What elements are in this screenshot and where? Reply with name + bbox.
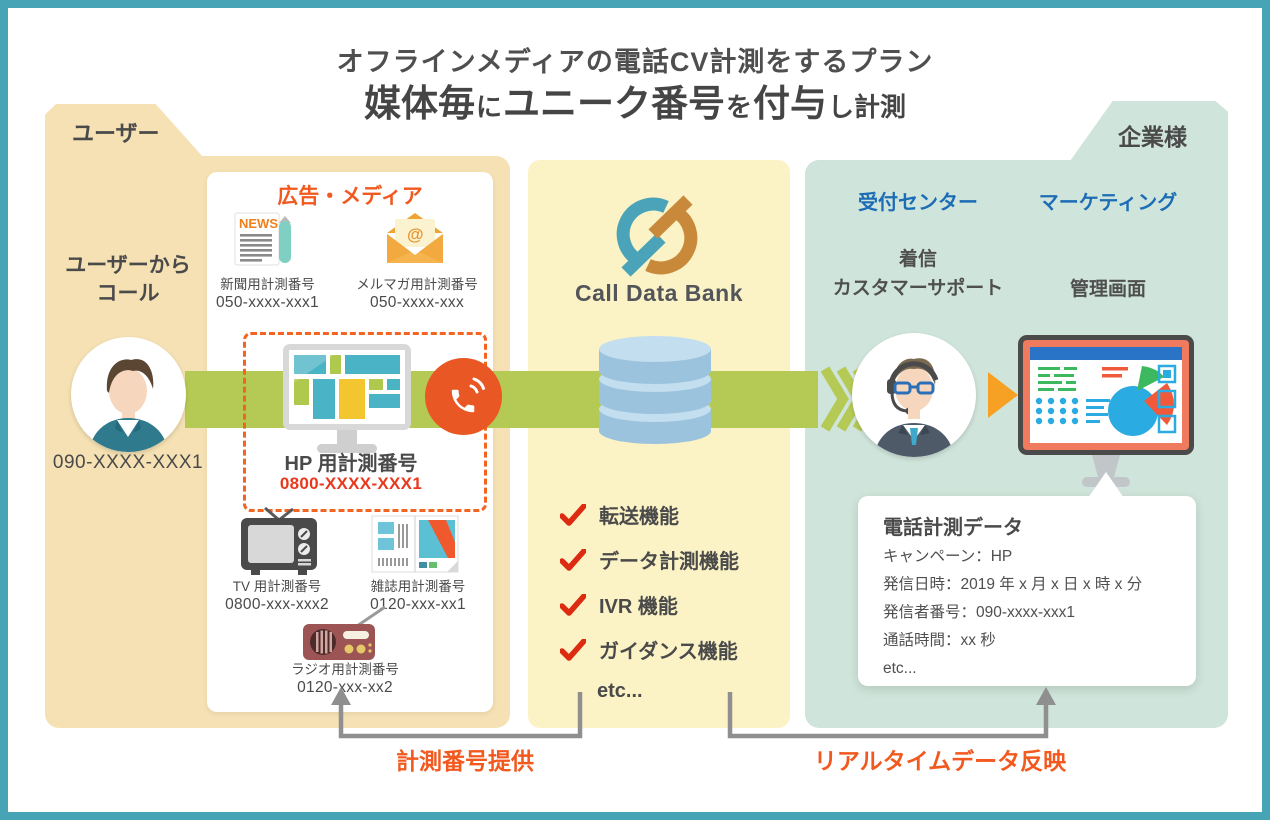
mail-magazine-label: メルマガ用計測番号 050-xxxx-xxx (342, 276, 492, 312)
role-customer-support-label: 着信 カスタマーサポート (832, 249, 1004, 299)
flow-arrow-right (727, 692, 1049, 739)
mail-magazine-number: 050-xxxx-xxx (369, 294, 465, 311)
check-icon (560, 503, 586, 526)
data-row-call-duration: 通話時間：xx 秒 (883, 632, 996, 649)
department-reception-label: 受付センター (858, 192, 978, 214)
feature-row: IVR 機能 (560, 590, 785, 619)
tv-name: TV 用計測番号 (232, 579, 322, 594)
phone-icon (451, 377, 485, 412)
feature-label: 転送機能 (599, 506, 679, 528)
magazine-icon (371, 515, 459, 573)
phone-call-badge (425, 358, 502, 435)
call-data-bank-logo (616, 195, 698, 277)
user-avatar (71, 337, 186, 452)
check-icon (560, 638, 586, 661)
data-row-datetime: 発信日時：2019 年 x 月 x 日 x 時 x 分 (883, 576, 1143, 593)
company-section-label: 企業様 (1118, 124, 1187, 150)
title-segment: に (475, 92, 502, 122)
data-row-campaign: キャンペーン：HP (883, 548, 1013, 565)
feature-row: ガイダンス機能 (560, 635, 785, 664)
flow-arrow-left (338, 692, 583, 739)
user-phone-number: 090-XXXX-XXX1 (52, 452, 204, 473)
newspaper-icon: NEWS (234, 212, 291, 266)
mail-magazine-icon: @ (387, 213, 443, 263)
hp-monitor-icon (283, 344, 411, 453)
feature-row: データ計測機能 (560, 545, 785, 574)
phone-data-box-title: 電話計測データ (883, 517, 1023, 539)
database-icon (599, 336, 711, 444)
magazine-label: 雑誌用計測番号 0120-xxx-xx1 (349, 578, 487, 614)
title-line1: オフラインメディアの電話CV計測をするプラン (336, 47, 934, 77)
svg-text:NEWS: NEWS (239, 216, 278, 231)
magazine-name: 雑誌用計測番号 (370, 579, 466, 594)
data-row-etc: etc... (883, 660, 917, 677)
feature-label: ガイダンス機能 (599, 641, 738, 663)
newspaper-label: 新聞用計測番号 050-xxxx-xxx1 (200, 276, 335, 312)
department-marketing-label: マーケティング (1038, 192, 1178, 214)
mail-magazine-name: メルマガ用計測番号 (356, 277, 478, 292)
newspaper-number: 050-xxxx-xxx1 (216, 294, 319, 311)
magazine-number: 0120-xxx-xx1 (370, 596, 466, 613)
check-icon (560, 593, 586, 616)
radio-icon (303, 605, 386, 660)
title-segment: 媒体毎 (363, 83, 475, 124)
media-panel-heading: 広告・メディア (277, 185, 423, 208)
dashboard-monitor-icon (1018, 335, 1194, 487)
data-row-caller-number: 発信者番号：090-xxxx-xxx1 (883, 604, 1076, 621)
newspaper-name: 新聞用計測番号 (220, 277, 315, 292)
feature-etc-label: etc... (597, 680, 643, 702)
homepage-name: HP 用計測番号 (284, 453, 418, 475)
radio-name: ラジオ用計測番号 (291, 662, 399, 677)
title-segment: を (725, 92, 752, 122)
radio-label: ラジオ用計測番号 0120-xxx-xx2 (272, 661, 418, 697)
title-segment: 付与 (753, 83, 827, 124)
title-segment: ユニーク番号 (502, 83, 725, 124)
call-data-bank-logo-text: Call Data Bank (574, 280, 744, 306)
flow-label-realtime-data: リアルタイムデータ反映 (813, 748, 1067, 774)
role-admin-screen-label: 管理画面 (1069, 279, 1146, 300)
operator-avatar (852, 333, 976, 457)
flow-label-number-provision: 計測番号提供 (396, 748, 534, 774)
phone-data-rows: キャンペーン：HP 発信日時：2019 年 x 月 x 日 x 時 x 分 発信… (883, 543, 1142, 683)
title-segment: し計測 (828, 92, 907, 122)
feature-label: データ計測機能 (599, 551, 739, 573)
radio-number: 0120-xxx-xx2 (297, 679, 393, 696)
speech-bubble-pointer (1088, 472, 1124, 498)
male-user-icon (89, 359, 168, 452)
flow-connectors (331, 687, 1056, 739)
svg-text:@: @ (407, 225, 424, 244)
feature-row: 転送機能 (560, 500, 785, 529)
check-icon (560, 548, 586, 571)
call-data-bank-section (528, 160, 790, 728)
title-line2: 媒体毎 に ユニーク番号 を 付与 し計測 (0, 73, 1270, 127)
feature-label: IVR 機能 (599, 596, 678, 618)
arrow-right-icon (988, 372, 1018, 418)
user-call-caption: ユーザーから コール (65, 254, 191, 306)
support-operator-icon (874, 358, 954, 457)
feature-list: 転送機能 データ計測機能 IVR 機能 ガイダンス機能 etc... (560, 500, 785, 703)
homepage-number: 0800-XXXX-XXX1 (279, 474, 423, 493)
phone-data-box: 電話計測データ キャンペーン：HP 発信日時：2019 年 x 月 x 日 x … (858, 496, 1196, 686)
tv-label: TV 用計測番号 0800-xxx-xxx2 (207, 578, 347, 614)
tv-number: 0800-xxx-xxx2 (225, 596, 329, 613)
tv-icon (241, 506, 317, 575)
user-section-label: ユーザー (72, 121, 160, 146)
